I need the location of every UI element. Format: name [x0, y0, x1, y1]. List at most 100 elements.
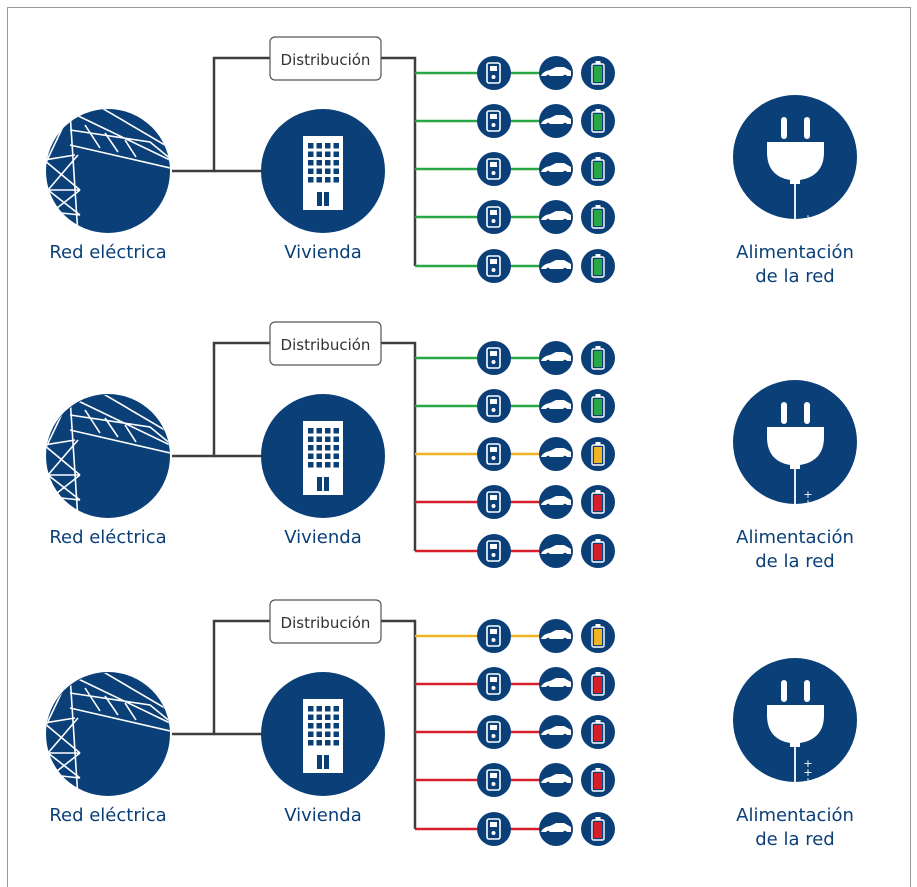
power-plug-icon — [767, 402, 824, 504]
diagram-frame — [7, 7, 911, 887]
battery-icon-red — [581, 667, 615, 701]
electric-car-icon — [539, 763, 573, 797]
battery-icon-red — [581, 534, 615, 568]
distribution-label: Distribución — [281, 51, 371, 69]
charging-station-icon — [477, 485, 511, 519]
apartment-building-icon — [303, 136, 343, 210]
charging-station-icon — [477, 56, 511, 90]
electric-car-icon — [539, 812, 573, 846]
distribution-bus — [381, 619, 417, 829]
grid-node — [46, 672, 170, 797]
grid-node — [46, 109, 170, 233]
distribution-label: Distribución — [281, 614, 371, 632]
battery-icon-red — [581, 763, 615, 797]
charging-station-icon — [477, 619, 511, 653]
charger-row — [415, 667, 615, 701]
electric-car-icon — [539, 249, 573, 283]
distribution-box: Distribución — [269, 321, 382, 366]
electric-car-icon — [539, 534, 573, 568]
apartment-building-icon — [303, 421, 343, 495]
electric-car-icon — [539, 152, 573, 186]
charging-station-icon — [477, 200, 511, 234]
electric-car-icon — [539, 619, 573, 653]
supply-label-line-1: Alimentación — [736, 805, 854, 826]
supply-label-line-2: de la red — [755, 551, 834, 572]
charging-station-icon — [477, 437, 511, 471]
battery-icon-red — [581, 715, 615, 749]
charging-station-icon — [477, 812, 511, 846]
charger-row — [415, 485, 615, 519]
home-label: Vivienda — [284, 527, 362, 548]
charger-row — [415, 715, 615, 749]
grid-label: Red eléctrica — [49, 242, 166, 263]
supply-label-line-2: de la red — [755, 829, 834, 850]
electric-car-icon — [539, 104, 573, 138]
charging-station-icon — [477, 715, 511, 749]
battery-icon-green — [581, 200, 615, 234]
battery-icon-red — [581, 485, 615, 519]
distribution-bus — [381, 56, 417, 266]
supply-level-mark: + — [803, 488, 812, 501]
supply-label: Alimentación de la red — [736, 527, 854, 572]
charger-row — [415, 619, 615, 653]
charging-station-icon — [477, 341, 511, 375]
distribution-box: Distribución — [269, 599, 382, 644]
electric-car-icon — [539, 200, 573, 234]
charging-station-icon — [477, 763, 511, 797]
supply-level-mark: + — [803, 757, 812, 770]
grid-label: Red eléctrica — [49, 805, 166, 826]
home-node — [261, 672, 385, 796]
wire-grid-to-distribution — [172, 56, 270, 173]
supply-wires — [172, 619, 417, 829]
wire-grid-to-distribution — [172, 619, 270, 736]
power-plug-icon — [767, 117, 824, 219]
battery-icon-yellow — [581, 619, 615, 653]
charger-row — [415, 104, 615, 138]
power-plug-icon — [767, 680, 824, 782]
battery-icon-green — [581, 341, 615, 375]
battery-icon-green — [581, 104, 615, 138]
battery-icon-green — [581, 389, 615, 423]
electric-car-icon — [539, 667, 573, 701]
charging-station-icon — [477, 249, 511, 283]
home-label: Vivienda — [284, 805, 362, 826]
charging-station-icon — [477, 104, 511, 138]
electric-car-icon — [539, 56, 573, 90]
grid-label: Red eléctrica — [49, 527, 166, 548]
supply-label-line-1: Alimentación — [736, 527, 854, 548]
supply-level-mark: + — [803, 212, 812, 225]
charger-row — [415, 763, 615, 797]
charger-row — [415, 389, 615, 423]
charger-row — [415, 812, 615, 846]
scenario-3: Red eléctrica Vivienda Distribución +++ Alim… — [46, 599, 857, 850]
electric-car-icon — [539, 715, 573, 749]
charger-row — [415, 534, 615, 568]
grid-supply-node: + — [733, 95, 857, 225]
apartment-building-icon — [303, 699, 343, 773]
charger-row — [415, 200, 615, 234]
distribution-bus — [381, 341, 417, 551]
power-pylon-icon — [46, 673, 170, 797]
charger-row — [415, 341, 615, 375]
charger-row — [415, 437, 615, 471]
supply-label-line-2: de la red — [755, 266, 834, 287]
battery-icon-yellow — [581, 437, 615, 471]
home-node — [261, 109, 385, 233]
electric-car-icon — [539, 437, 573, 471]
electric-car-icon — [539, 341, 573, 375]
electric-car-icon — [539, 485, 573, 519]
distribution-label: Distribución — [281, 336, 371, 354]
charger-row — [415, 249, 615, 283]
grid-supply-node: +++ — [733, 658, 857, 788]
wire-grid-to-distribution — [172, 341, 270, 458]
supply-wires — [172, 56, 417, 266]
battery-icon-green — [581, 152, 615, 186]
charging-station-icon — [477, 152, 511, 186]
home-node — [261, 394, 385, 518]
battery-icon-green — [581, 249, 615, 283]
electric-car-icon — [539, 389, 573, 423]
home-label: Vivienda — [284, 242, 362, 263]
supply-wires — [172, 341, 417, 551]
